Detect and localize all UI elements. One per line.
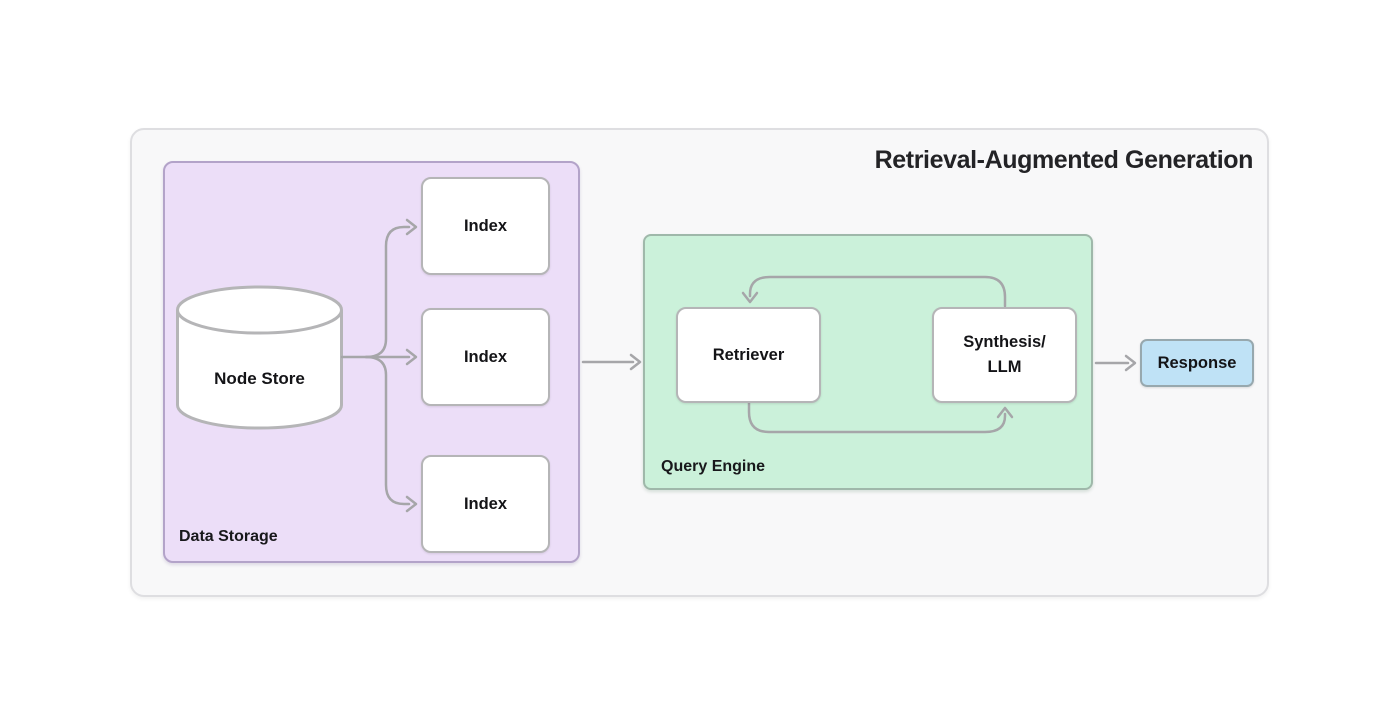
node-response: Response [1140, 339, 1254, 387]
node-index-2: Index [421, 308, 550, 406]
node-index-3: Index [421, 455, 550, 553]
data-storage-label: Data Storage [179, 528, 278, 545]
query-engine-label: Query Engine [661, 458, 766, 475]
node-retriever: Retriever [676, 307, 821, 403]
synthesis-label-line2: LLM [987, 358, 1022, 376]
synthesis-label-line1: Synthesis/ [963, 333, 1046, 352]
node-index-1: Index [421, 177, 550, 275]
diagram-title: Retrieval-Augmented Generation [874, 146, 1254, 174]
node-synthesis-llm: Synthesis/ LLM [932, 307, 1077, 403]
node-store: Node Store [214, 369, 305, 388]
